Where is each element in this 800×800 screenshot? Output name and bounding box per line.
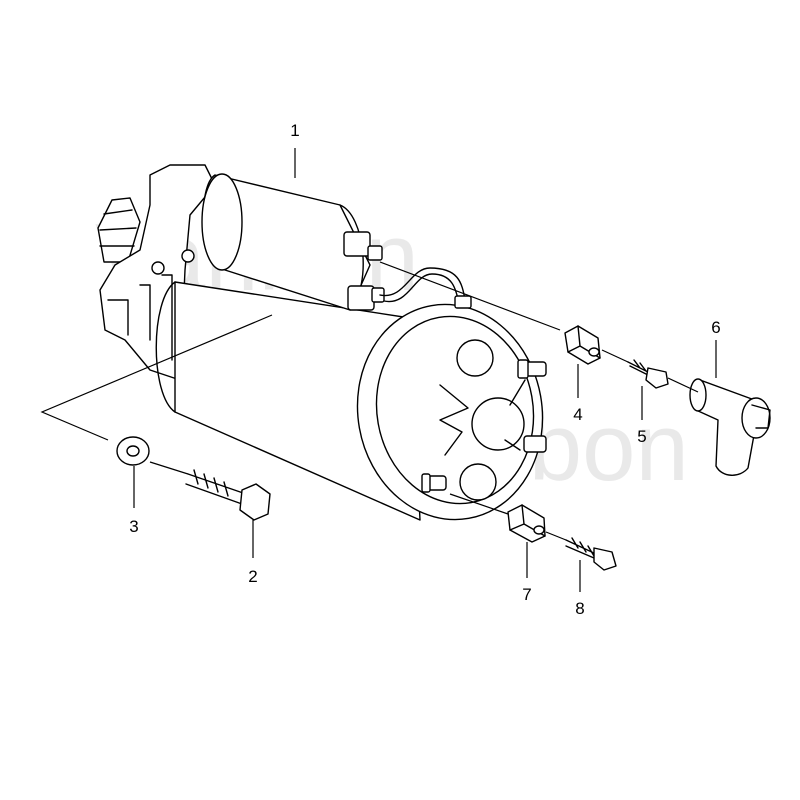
spacer-nut-part7 bbox=[507, 504, 546, 543]
callout-5: 5 bbox=[637, 427, 646, 446]
callout-1: 1 bbox=[290, 121, 299, 140]
washer-part3 bbox=[116, 436, 150, 466]
motor-yoke bbox=[174, 281, 421, 521]
pinion-gear bbox=[97, 197, 141, 263]
hex-bolt-part2 bbox=[185, 469, 271, 521]
leader-lines bbox=[133, 148, 717, 592]
commutator-end-cap bbox=[356, 303, 544, 521]
starter-motor bbox=[97, 164, 547, 521]
solenoid bbox=[201, 173, 385, 311]
terminal-stud-upper bbox=[517, 359, 547, 379]
callout-2: 2 bbox=[248, 567, 257, 586]
terminal-boot-part6 bbox=[689, 378, 771, 476]
callout-6: 6 bbox=[711, 318, 720, 337]
flange-bolt-part5 bbox=[627, 359, 669, 389]
spacer-nut-part4 bbox=[564, 325, 601, 365]
callout-4: 4 bbox=[573, 405, 582, 424]
callout-3: 3 bbox=[129, 517, 138, 536]
callout-8: 8 bbox=[575, 599, 584, 618]
flange-bolt-part8 bbox=[565, 537, 617, 571]
field-wire bbox=[379, 267, 466, 301]
terminal-stud-lower bbox=[421, 473, 447, 493]
alignment-lines bbox=[40, 261, 699, 541]
callout-labels: 1 2 3 4 5 6 7 8 bbox=[129, 121, 720, 618]
callout-7: 7 bbox=[522, 585, 531, 604]
terminal-stud-center bbox=[523, 435, 547, 453]
